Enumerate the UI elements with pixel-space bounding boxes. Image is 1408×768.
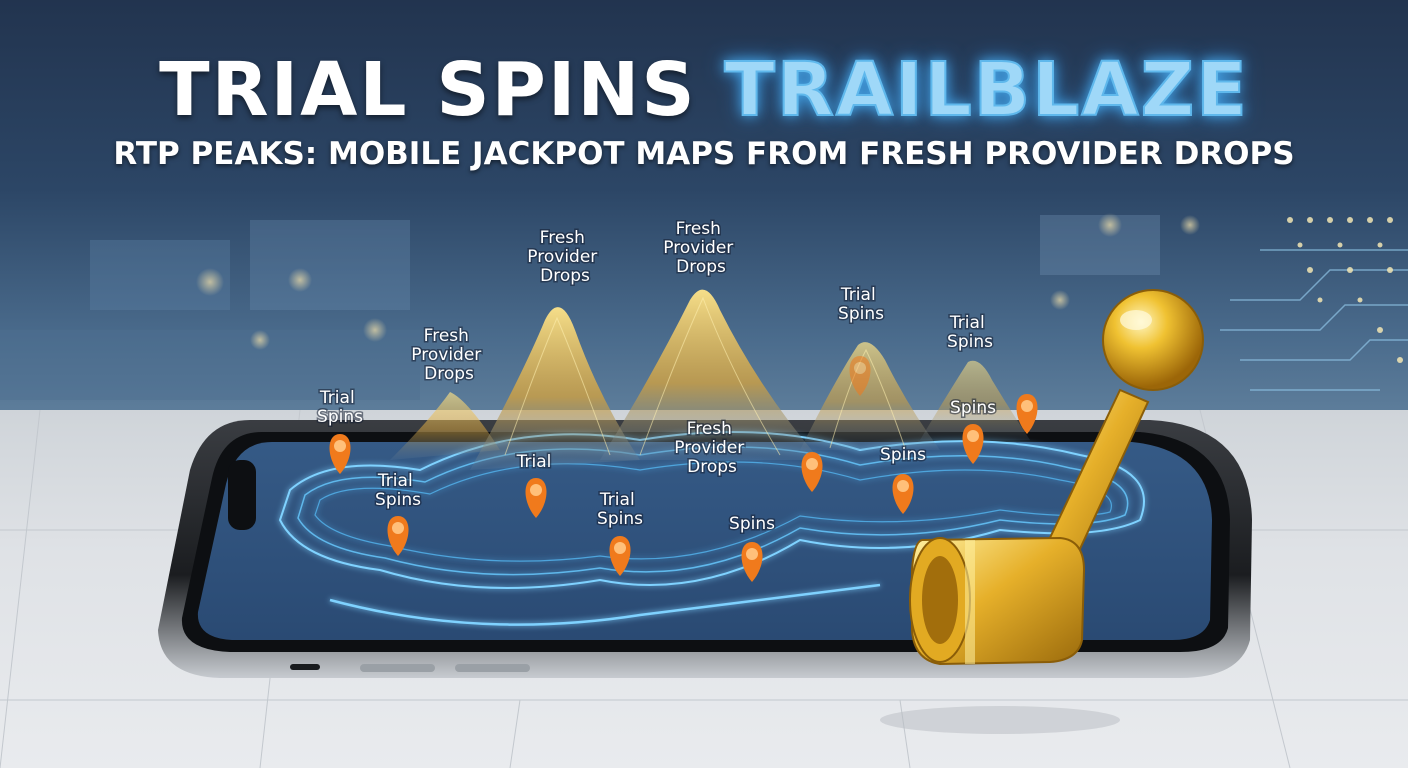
map-label-line: Spins bbox=[947, 332, 993, 352]
map-label-line: Provider bbox=[411, 345, 481, 365]
map-label-line: Drops bbox=[687, 457, 737, 477]
peak-4 bbox=[800, 342, 940, 450]
map-label-line: Fresh bbox=[687, 419, 732, 439]
map-pin-icon bbox=[525, 478, 547, 518]
page-subtitle: RTP PEAKS: MOBILE JACKPOT MAPS FROM FRES… bbox=[113, 136, 1295, 172]
map-label-line: Trial bbox=[840, 285, 876, 305]
map-label-line: Trial bbox=[949, 313, 985, 333]
map-label: Trial bbox=[516, 452, 552, 472]
map-label: Spins bbox=[880, 445, 926, 465]
map-labels: Trial Spins Trial Spins Fresh Provider D… bbox=[316, 218, 998, 536]
map-label-line: Spins bbox=[375, 490, 421, 510]
map-label-line: Trial bbox=[377, 471, 413, 491]
map-label-line: Trial bbox=[516, 452, 552, 472]
phone-speaker bbox=[290, 664, 320, 670]
map-label-line: Spins bbox=[880, 445, 926, 465]
map-label: Spins bbox=[950, 398, 996, 418]
map-pin-icon bbox=[849, 356, 871, 396]
map-pin-icon bbox=[387, 516, 409, 556]
title-white-word: TRIAL SPINS bbox=[159, 47, 697, 133]
volume-button bbox=[360, 664, 435, 672]
peak-1 bbox=[390, 392, 500, 460]
map-label-line: Spins bbox=[729, 514, 775, 534]
map-label: Trial Spins bbox=[597, 490, 643, 529]
map-label-line: Drops bbox=[540, 266, 590, 286]
map-label-line: Spins bbox=[838, 304, 884, 324]
map-pin-icon bbox=[741, 542, 763, 582]
circuit-dots bbox=[1287, 217, 1403, 363]
map-pin-icon bbox=[1016, 394, 1038, 434]
map-label: Spins bbox=[729, 514, 775, 534]
map-label: Fresh Provider Drops bbox=[663, 219, 738, 277]
map-label-line: Spins bbox=[597, 509, 643, 529]
map-label-line: Provider bbox=[674, 438, 744, 458]
map-label: Fresh Provider Drops bbox=[527, 228, 602, 286]
slot-lever-icon bbox=[880, 289, 1204, 734]
map-label-line: Spins bbox=[317, 407, 363, 427]
page-title: TRIAL SPINS TRAILBLAZE bbox=[0, 47, 1408, 133]
peak-3 bbox=[600, 289, 820, 460]
map-label-line: Trial bbox=[599, 490, 635, 510]
peak-2 bbox=[470, 307, 640, 470]
map-label-line: Drops bbox=[676, 257, 726, 277]
map-label-line: Provider bbox=[663, 238, 733, 258]
title-blue-word: TRAILBLAZE bbox=[723, 47, 1249, 133]
circuit-pattern bbox=[1220, 249, 1408, 391]
map-label: Trial Spins bbox=[947, 313, 993, 352]
phone-notch bbox=[228, 460, 256, 530]
map-label: Trial Spins bbox=[375, 471, 421, 510]
peak-5 bbox=[920, 360, 1030, 440]
map-pins bbox=[329, 356, 1038, 582]
rtp-peaks bbox=[390, 289, 1030, 470]
map-label-line: Drops bbox=[424, 364, 474, 384]
map-label: Fresh Provider Drops bbox=[674, 419, 749, 477]
map-label-line: Trial bbox=[319, 388, 355, 408]
map-pin-icon bbox=[892, 474, 914, 514]
map-pin-icon bbox=[609, 536, 631, 576]
map-label-line: Fresh bbox=[540, 228, 585, 248]
map-label-line: Provider bbox=[527, 247, 597, 267]
power-button bbox=[455, 664, 530, 672]
map-pin-icon bbox=[329, 434, 351, 474]
map-pin-icon bbox=[962, 424, 984, 464]
map-label: Trial Spins bbox=[838, 285, 884, 324]
map-label: Fresh Provider Drops bbox=[411, 326, 486, 384]
map-pin-icon bbox=[801, 452, 823, 492]
map-label: Trial Spins bbox=[317, 388, 363, 427]
map-label-line: Fresh bbox=[424, 326, 469, 346]
background-bokeh bbox=[0, 213, 1200, 400]
map-label-line: Spins bbox=[950, 398, 996, 418]
map-label-line: Fresh bbox=[676, 219, 721, 239]
